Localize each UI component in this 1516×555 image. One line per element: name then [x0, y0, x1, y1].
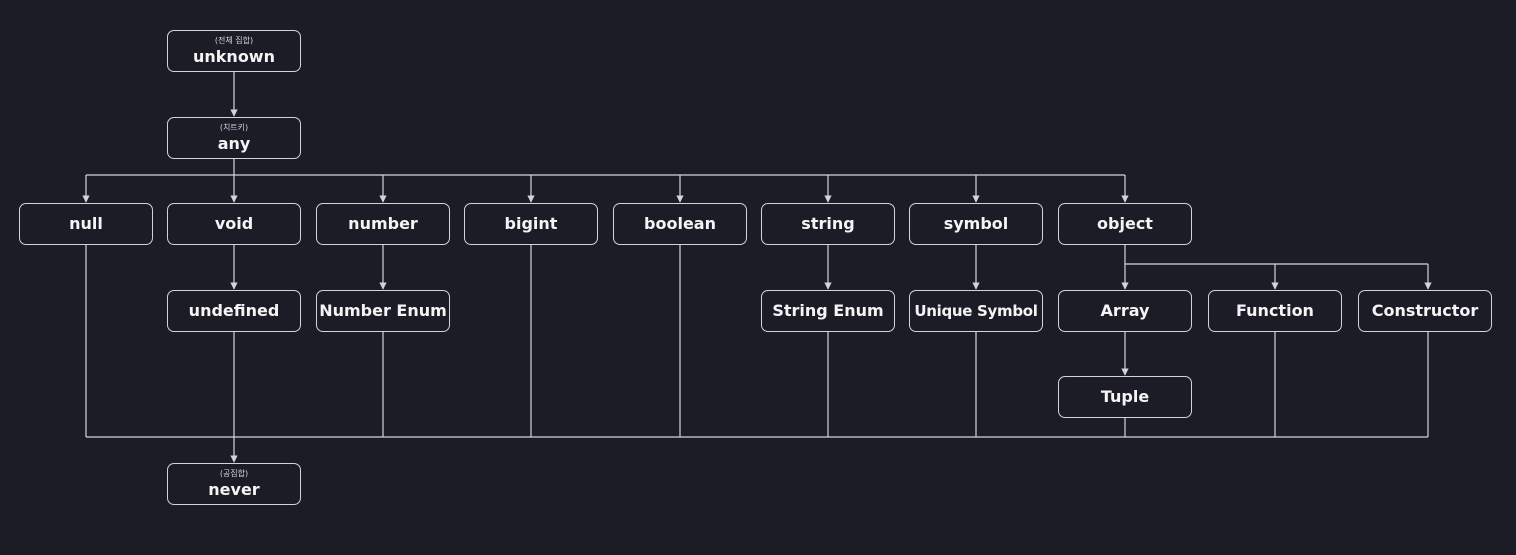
node-label: undefined	[188, 301, 280, 321]
node-symbol: symbol	[909, 203, 1043, 245]
node-null: null	[19, 203, 153, 245]
node-number: number	[316, 203, 450, 245]
node-bigint: bigint	[464, 203, 598, 245]
node-label: Unique Symbol	[914, 301, 1038, 320]
node-tuple: Tuple	[1058, 376, 1192, 418]
node-label: any	[217, 133, 251, 153]
node-label: Tuple	[1100, 387, 1150, 407]
node-array: Array	[1058, 290, 1192, 332]
node-label: void	[214, 214, 254, 234]
node-label: Number Enum	[319, 301, 447, 321]
node-unique-symbol: Unique Symbol	[909, 290, 1043, 332]
node-note: (치트키)	[219, 122, 249, 132]
node-label: number	[348, 214, 418, 234]
node-object: object	[1058, 203, 1192, 245]
node-void: void	[167, 203, 301, 245]
node-label: string	[801, 214, 855, 234]
node-label: never	[208, 479, 260, 499]
node-string-enum: String Enum	[761, 290, 895, 332]
node-label: String Enum	[772, 301, 884, 321]
node-label: object	[1097, 214, 1153, 234]
node-constructor: Constructor	[1358, 290, 1492, 332]
node-label: boolean	[644, 214, 716, 234]
node-function: Function	[1208, 290, 1342, 332]
node-label: unknown	[193, 46, 275, 66]
node-label: null	[69, 214, 103, 234]
node-string: string	[761, 203, 895, 245]
node-undefined: undefined	[167, 290, 301, 332]
node-number-enum: Number Enum	[316, 290, 450, 332]
node-label: symbol	[943, 214, 1009, 234]
node-note: (전체 집합)	[214, 35, 254, 45]
node-never: (공집합) never	[167, 463, 301, 505]
node-label: Function	[1236, 301, 1314, 321]
node-note: (공집합)	[219, 468, 249, 478]
node-boolean: boolean	[613, 203, 747, 245]
node-label: Array	[1100, 301, 1150, 321]
node-label: Constructor	[1371, 301, 1479, 321]
node-any: (치트키) any	[167, 117, 301, 159]
node-unknown: (전체 집합) unknown	[167, 30, 301, 72]
node-label: bigint	[504, 214, 558, 234]
